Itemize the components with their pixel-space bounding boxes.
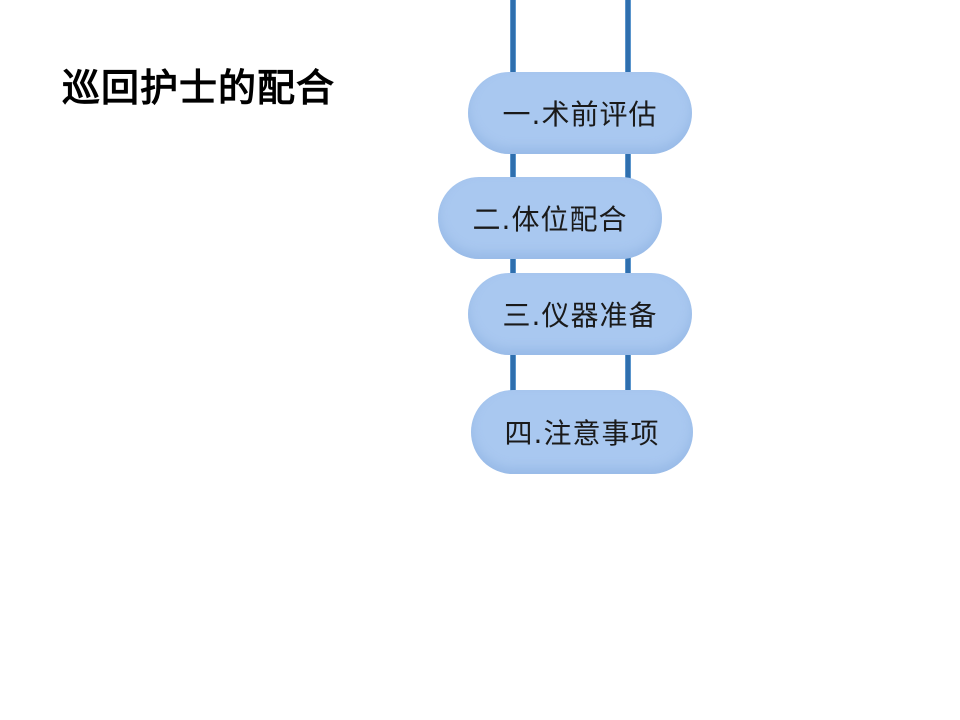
step-label: 二.体位配合 (472, 203, 628, 236)
step-pill-3[interactable]: 三.仪器准备 (468, 273, 692, 355)
step-pill-4[interactable]: 四.注意事项 (471, 390, 693, 474)
step-label: 三.仪器准备 (502, 299, 658, 332)
step-pill-2[interactable]: 二.体位配合 (438, 177, 662, 259)
slide-title: 巡回护士的配合 (62, 66, 336, 110)
step-pill-1[interactable]: 一.术前评估 (468, 72, 692, 154)
step-label: 一.术前评估 (502, 98, 658, 131)
step-label: 四.注意事项 (504, 417, 660, 450)
